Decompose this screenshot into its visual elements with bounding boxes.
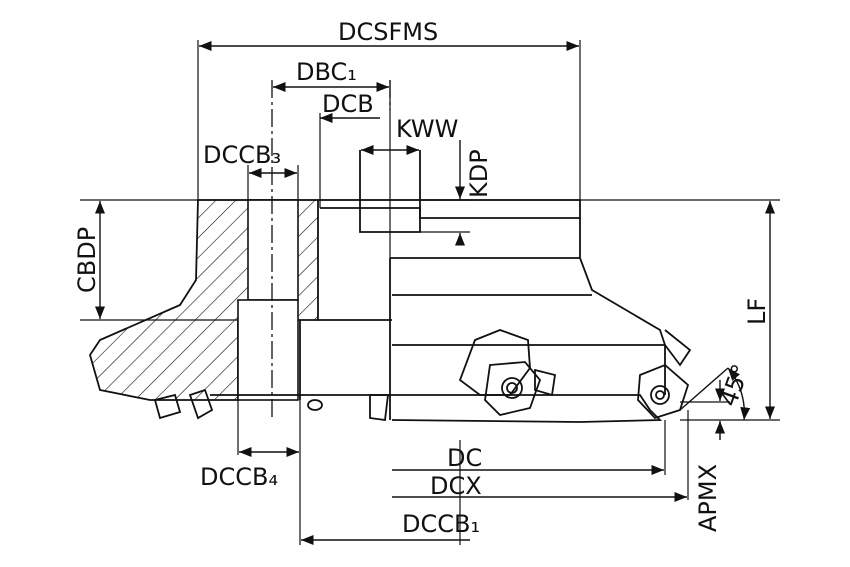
label-kww: KWW: [396, 115, 458, 143]
dimension-lines: [94, 40, 776, 546]
label-dccb4: DCCB₄: [200, 463, 278, 491]
label-dcb: DCB: [322, 90, 374, 118]
dimension-labels: DCSFMS DBC₁ DCB KWW DCCB₃ KDP CBDP LF 45…: [73, 18, 771, 538]
label-cbdp: CBDP: [73, 227, 101, 293]
extension-lines: [80, 40, 780, 545]
label-dccb3: DCCB₃: [203, 141, 281, 169]
label-lf: LF: [743, 298, 771, 325]
sectioned-body: [89, 199, 319, 401]
label-dbc1: DBC₁: [296, 58, 357, 86]
label-dcx: DCX: [430, 472, 482, 500]
label-angle: 45°: [714, 360, 755, 410]
label-dc: DC: [447, 444, 482, 472]
label-dcsfms: DCSFMS: [338, 18, 438, 46]
label-dccb1: DCCB₁: [402, 510, 480, 538]
label-apmx: APMX: [694, 464, 722, 532]
inserts: [153, 329, 692, 422]
label-kdp: KDP: [465, 149, 493, 198]
